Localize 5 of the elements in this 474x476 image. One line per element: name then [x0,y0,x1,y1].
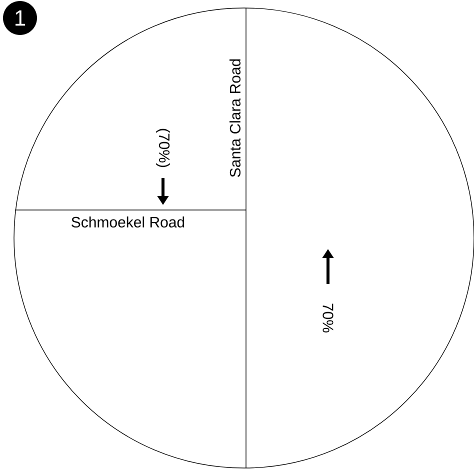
road-name: Santa Clara Road [230,59,240,177]
callout-number: 1 [3,1,37,35]
traffic-share: (70%) [156,128,170,168]
traffic-share: 70% [322,304,334,332]
road-name: Schmoekel Road [72,216,184,228]
